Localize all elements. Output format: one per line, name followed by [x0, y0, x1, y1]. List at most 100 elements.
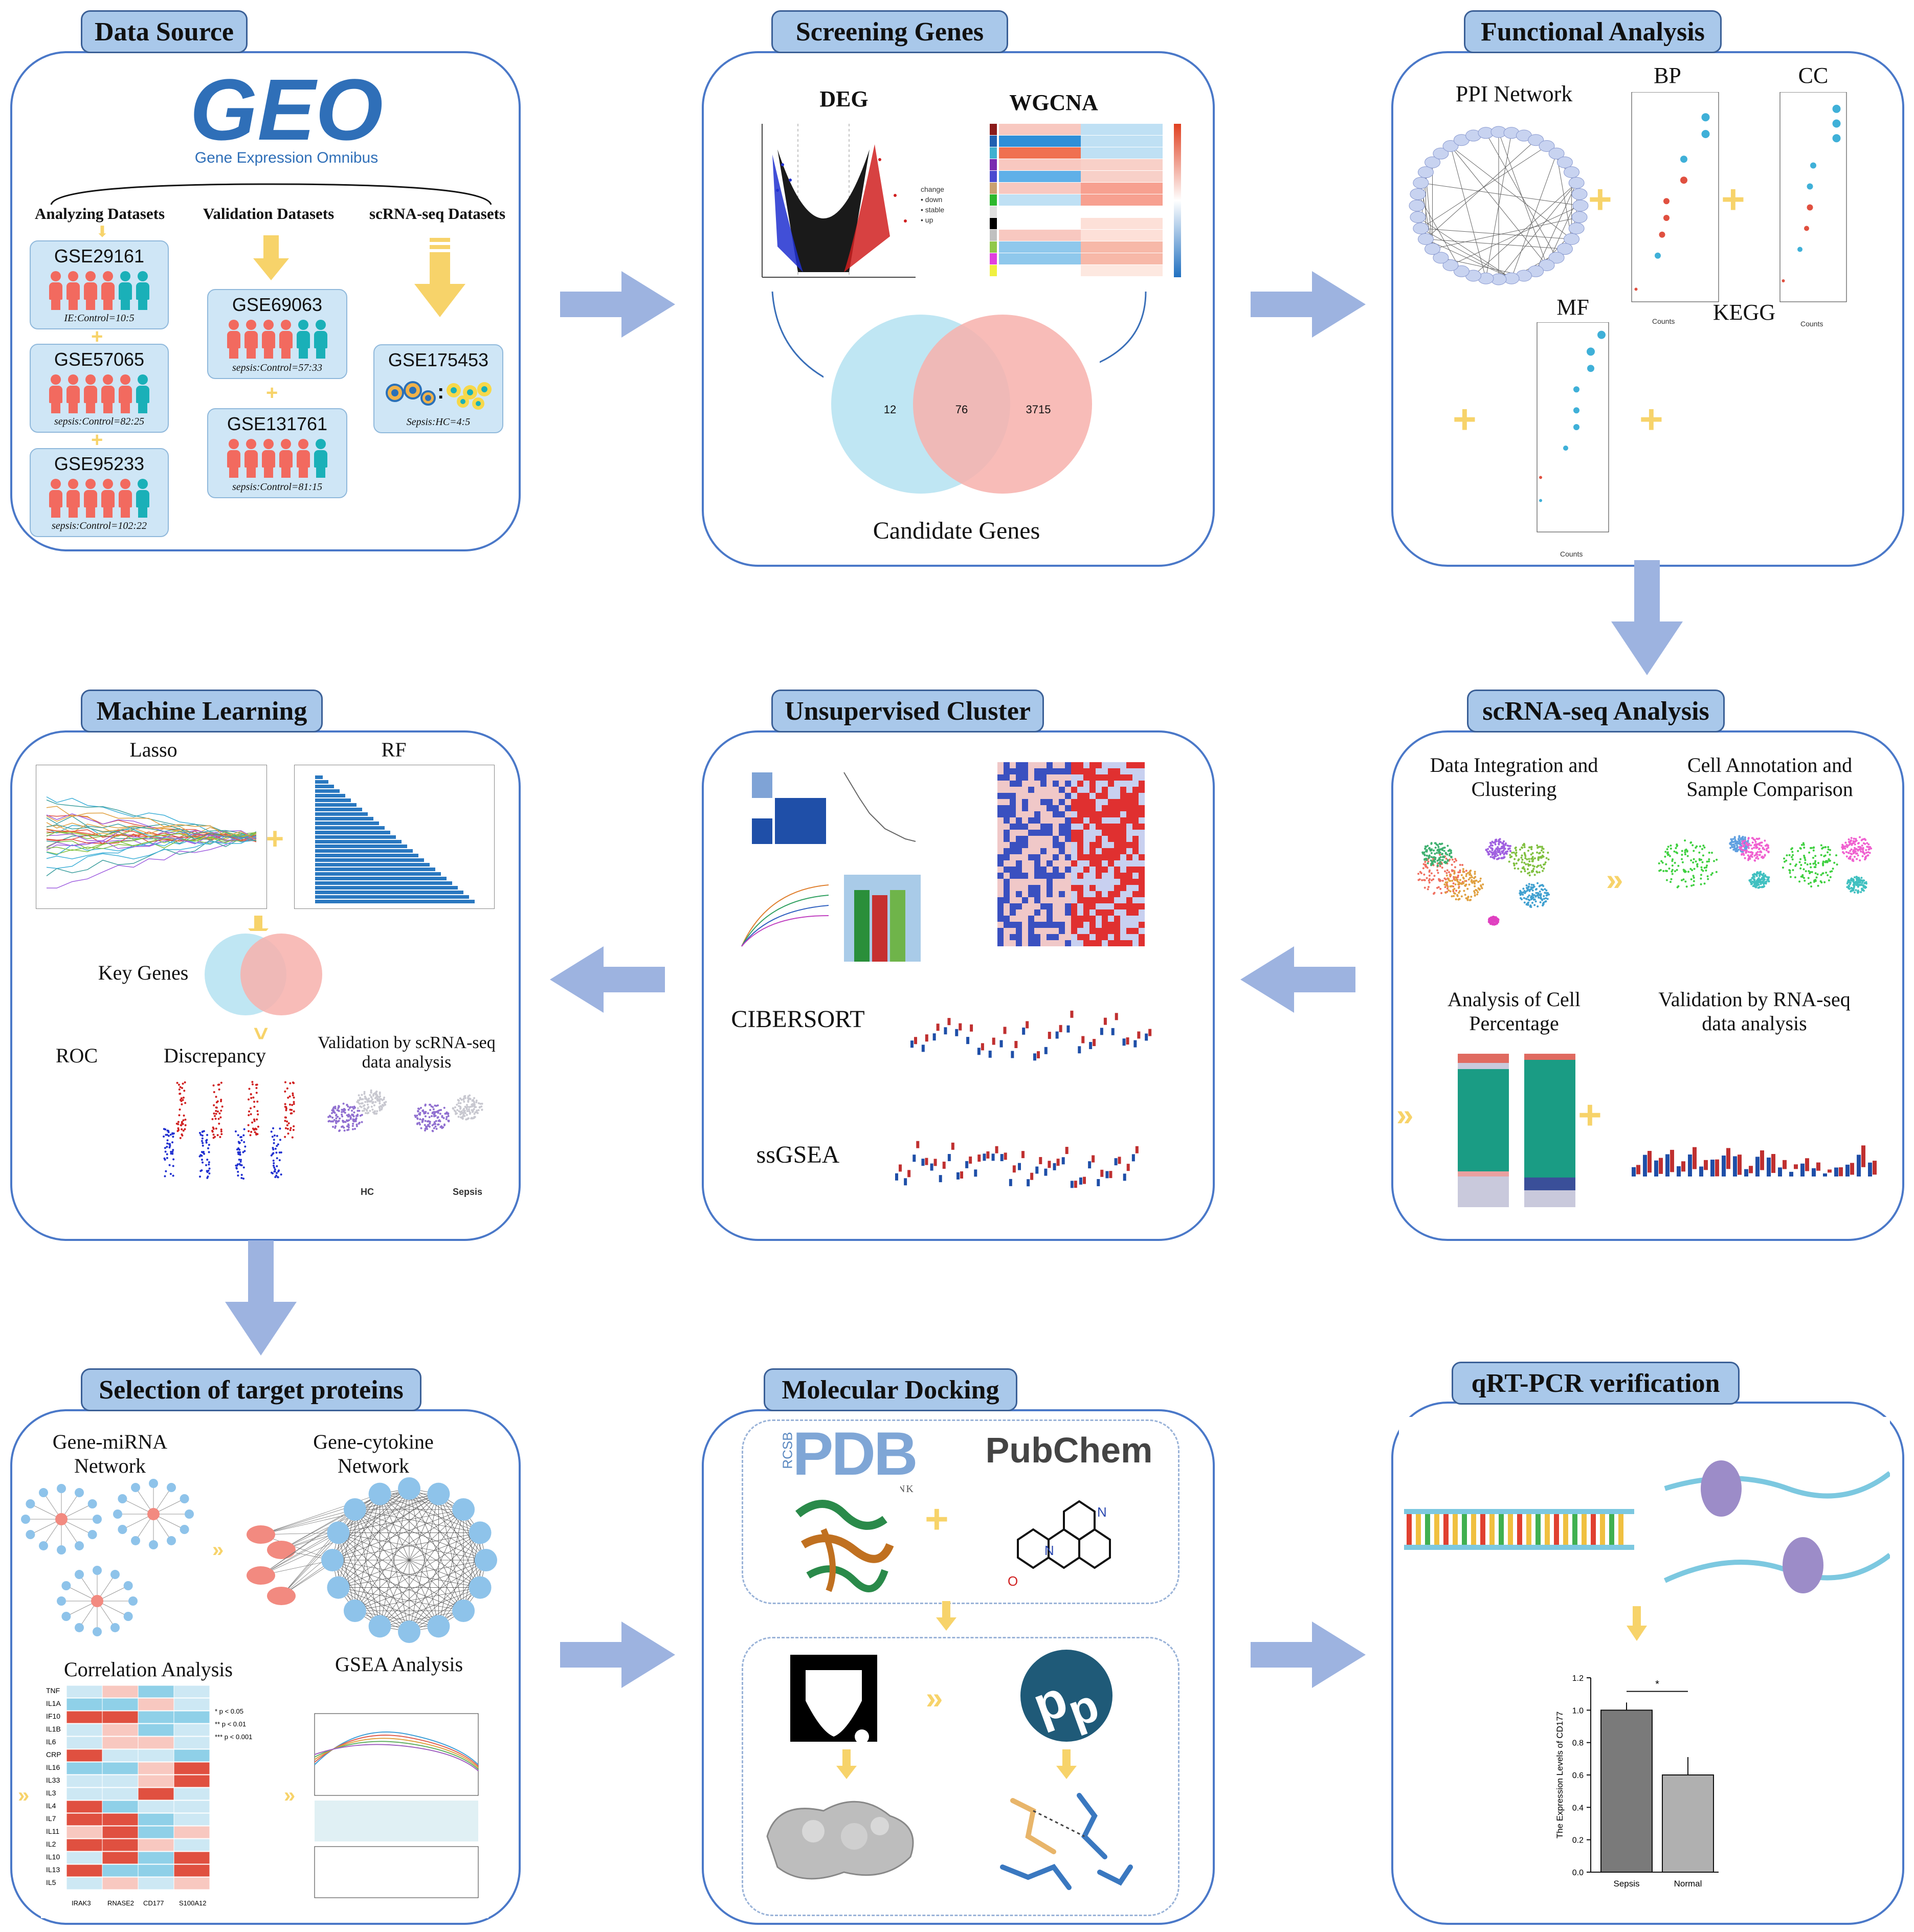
heat-cell [997, 909, 1004, 916]
data-point [243, 1141, 246, 1143]
cell-point [351, 1109, 353, 1112]
heat-cell [1083, 897, 1089, 903]
data-point [278, 1151, 281, 1154]
box [921, 1045, 925, 1052]
cell-point [1751, 848, 1753, 850]
heat-cell [1102, 793, 1108, 799]
corr-cell [102, 1851, 139, 1864]
data-point [240, 1139, 243, 1142]
data-point [168, 1143, 170, 1145]
heat-cell [1071, 854, 1077, 860]
box [1681, 1161, 1685, 1172]
module-swatch [990, 265, 997, 276]
row-label: IL2 [46, 1840, 56, 1848]
heat-cell [1139, 879, 1145, 885]
cell-point [1441, 853, 1443, 856]
heat-cell [1028, 781, 1034, 787]
heat-cell [1139, 805, 1145, 811]
corr-cell [66, 1851, 103, 1864]
cell-point [1741, 853, 1743, 856]
row-label: IL1B [46, 1725, 61, 1733]
corr-cell [138, 1800, 174, 1813]
data-point [182, 1129, 185, 1132]
heat-cell [1059, 817, 1065, 824]
heat-cell [1114, 909, 1120, 916]
network-edge [1420, 146, 1547, 229]
heat-cell [1126, 824, 1132, 830]
cell-point [1857, 854, 1859, 857]
cell-point [1495, 840, 1498, 842]
cell-point [1747, 847, 1750, 849]
heat-cell [1016, 885, 1022, 891]
heat-cell [1114, 922, 1120, 928]
network-node [1433, 147, 1449, 160]
cell-point [1471, 876, 1473, 878]
cell-point [1462, 882, 1465, 884]
heat-cell [1096, 799, 1102, 805]
cell-point [1467, 872, 1470, 874]
data-point [166, 1145, 168, 1148]
cell-point [1523, 846, 1526, 849]
heat-cell [997, 842, 1004, 848]
heat-cell [1028, 824, 1034, 830]
data-point [166, 1157, 168, 1159]
cell-point [1791, 856, 1793, 858]
data-point [237, 1134, 239, 1137]
heat-cell [1126, 897, 1132, 903]
cell-point [1824, 854, 1827, 857]
cell-point [1544, 900, 1547, 903]
heat-cell [999, 183, 1081, 194]
heat-cell [1089, 811, 1096, 817]
mf-label: MF [1556, 295, 1589, 320]
heat-cell [1108, 848, 1114, 854]
geo-logo: GEO [190, 61, 383, 159]
heat-cell [1126, 922, 1132, 928]
heat-cell [1053, 787, 1059, 793]
network-edge [409, 1488, 439, 1627]
correlation-heatmap: TNFIL1AIF10IL1BIL6CRPIL16IL33IL3IL4IL7IL… [41, 1683, 256, 1918]
cell-point [1670, 845, 1672, 847]
mirna-node [110, 1570, 120, 1580]
cell-point [1822, 846, 1824, 849]
heat-cell [1108, 774, 1114, 781]
heat-cell [1034, 774, 1040, 781]
network-edge [1426, 238, 1565, 250]
heat-cell [997, 830, 1004, 836]
heat-cell [1114, 891, 1120, 897]
corr-cell [138, 1723, 174, 1737]
data-point [1663, 198, 1670, 205]
cell-point [372, 1095, 374, 1097]
col-label: IRAK3 [72, 1899, 91, 1907]
cell-point [1729, 847, 1732, 849]
cell-point [1506, 850, 1509, 853]
heat-cell [1089, 793, 1096, 799]
data-point [255, 1092, 258, 1094]
cell-point [469, 1112, 472, 1114]
heat-cell [1077, 787, 1083, 793]
cell-point [1470, 874, 1473, 877]
heat-cell [1071, 824, 1077, 830]
corr-cell [102, 1723, 139, 1737]
cell-point [1522, 894, 1524, 896]
box [904, 1178, 907, 1186]
cell-point [1741, 848, 1743, 851]
data-point [270, 1130, 273, 1133]
cell-point [1454, 866, 1456, 869]
cell-point [1759, 854, 1761, 856]
data-point [253, 1118, 255, 1121]
cell-point [1674, 870, 1676, 873]
heat-cell [1089, 824, 1096, 830]
data-point [181, 1134, 184, 1137]
cell-point [1448, 879, 1451, 882]
cell-point [1799, 867, 1802, 870]
cytokine-node [343, 1599, 366, 1622]
heat-cell [1089, 909, 1096, 916]
cell-point [1767, 844, 1769, 847]
heat-cell [1120, 903, 1126, 909]
heat-cell [1059, 873, 1065, 879]
cell-point [1436, 864, 1439, 867]
cibersort-label: CIBERSORT [731, 1006, 865, 1033]
corr-cell [138, 1749, 174, 1762]
corr-cell [66, 1685, 103, 1698]
cell-point [1533, 904, 1536, 906]
